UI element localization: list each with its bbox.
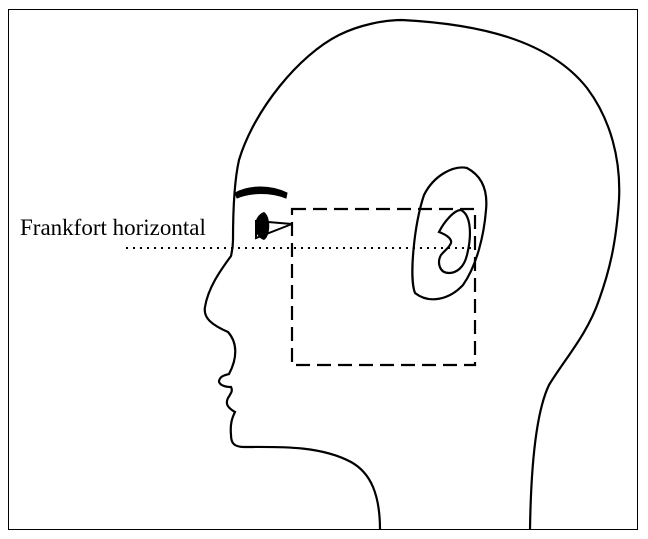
dashed-rectangle: [292, 209, 475, 365]
head-profile-diagram: [9, 10, 638, 530]
eyebrow: [235, 187, 287, 198]
figure-frame: Frankfort horizontal: [8, 9, 638, 530]
ear-inner: [439, 210, 470, 273]
frankfort-horizontal-label: Frankfort horizontal: [20, 216, 206, 239]
